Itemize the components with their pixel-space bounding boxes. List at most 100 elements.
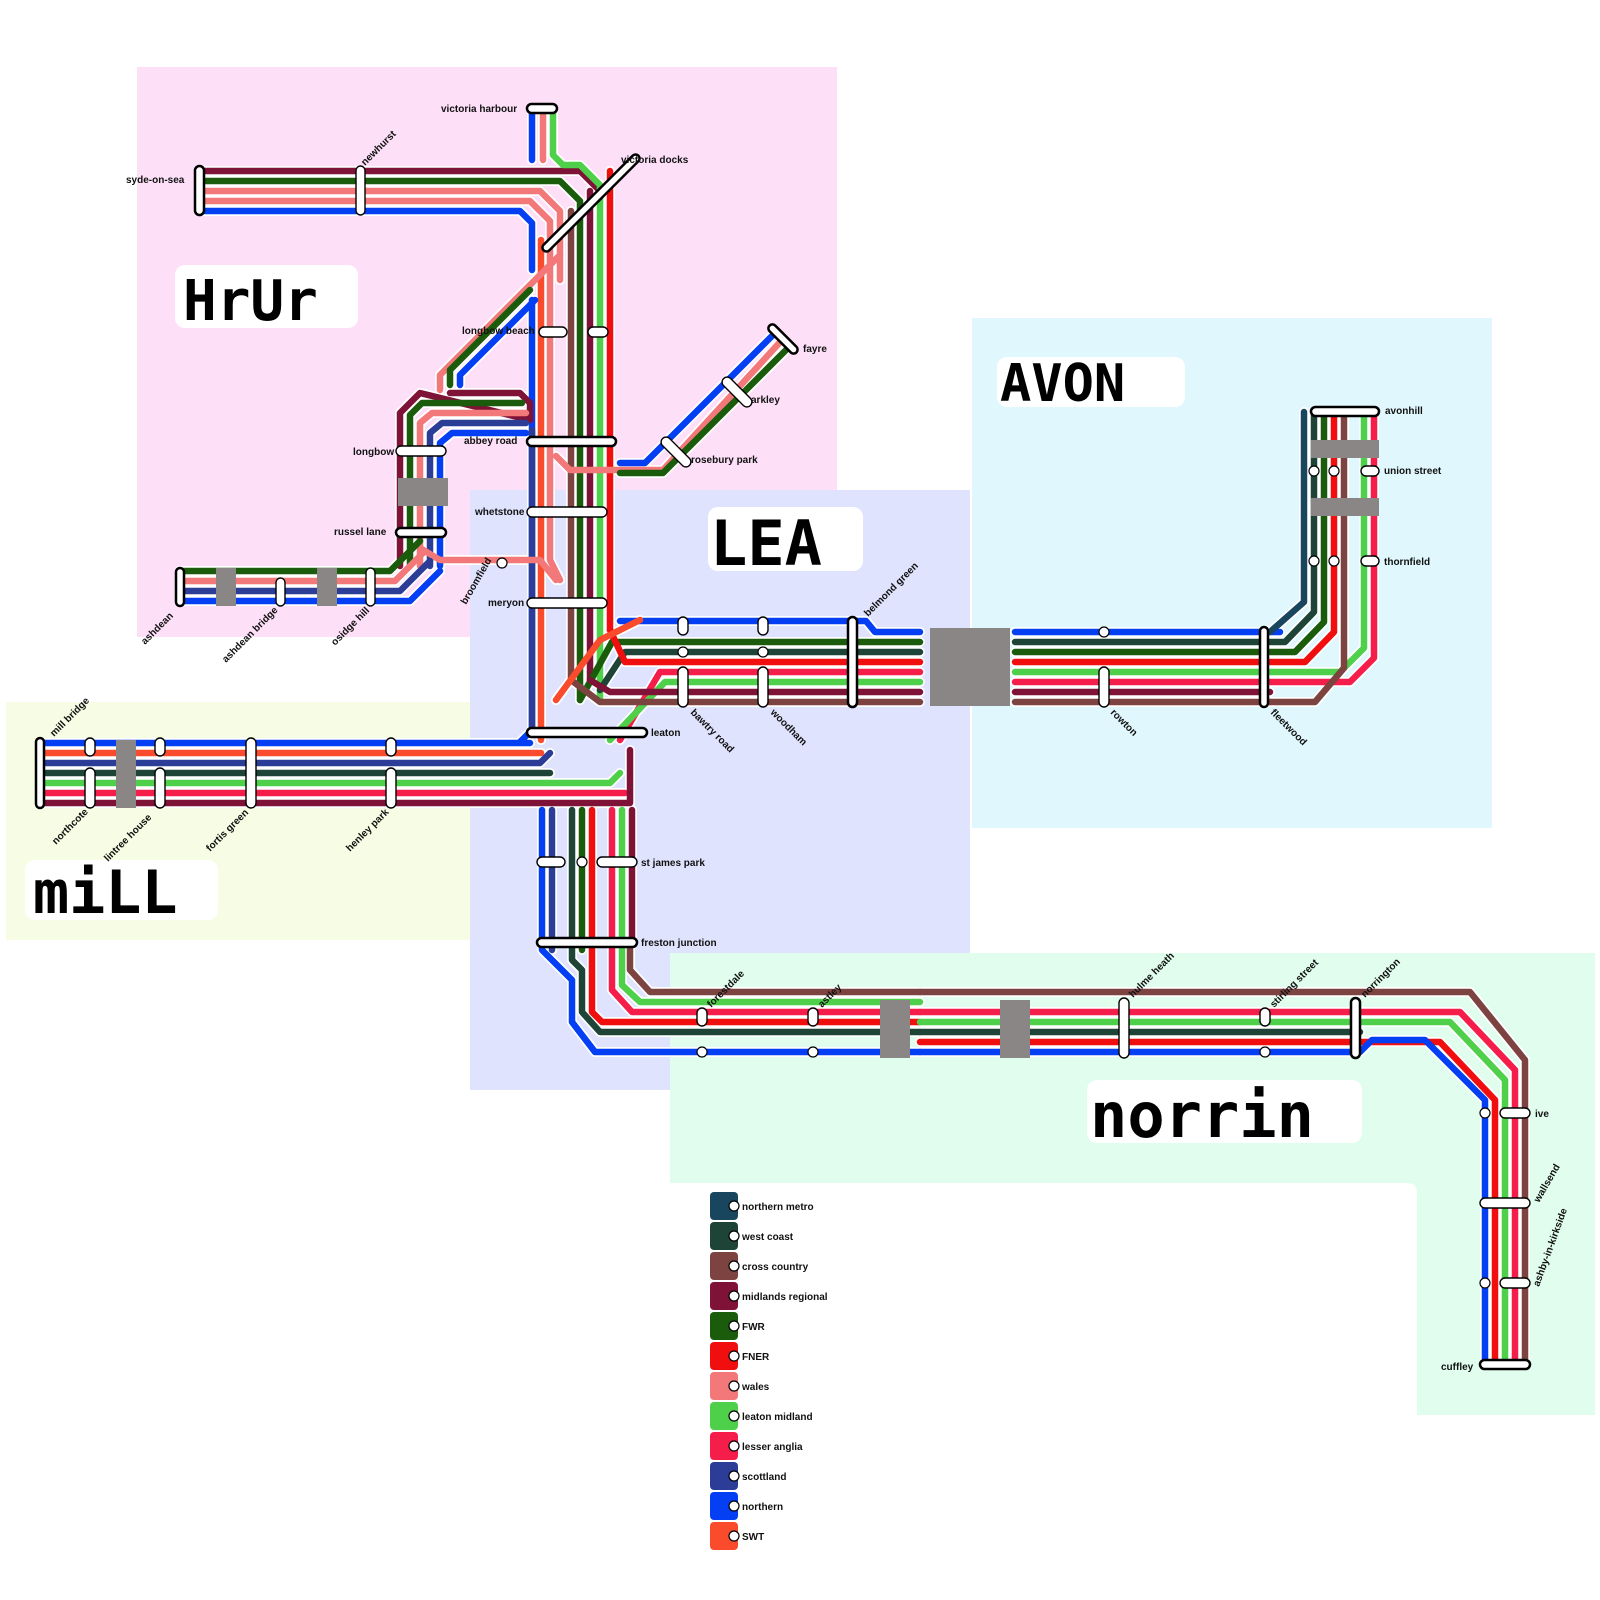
station-marker-syde-on-sea[interactable]	[195, 166, 204, 215]
station-marker-osidge-hill[interactable]	[366, 568, 375, 606]
station-marker-woodham[interactable]	[758, 647, 768, 657]
station-marker-lintree-house[interactable]	[155, 738, 165, 756]
station-marker-st-james-park[interactable]	[577, 857, 587, 867]
region-norrin-title: norrin	[1090, 1079, 1314, 1152]
station-marker-hulme-heath[interactable]	[1119, 998, 1129, 1058]
station-marker-union-street[interactable]	[1309, 466, 1319, 476]
station-marker-longbow-beach[interactable]	[539, 327, 567, 337]
station-marker-ashdean[interactable]	[176, 568, 184, 606]
station-marker-fleetwood[interactable]	[1260, 627, 1268, 707]
legend-marker	[729, 1441, 739, 1451]
legend-marker	[729, 1381, 739, 1391]
station-label[interactable]: victoria docks	[621, 155, 689, 166]
station-label[interactable]: russel lane	[334, 527, 387, 538]
station-label[interactable]: ive	[1535, 1109, 1549, 1120]
legend-label: cross country	[742, 1262, 809, 1273]
station-label[interactable]: meryon	[488, 598, 524, 609]
legend-marker	[729, 1201, 739, 1211]
station-marker-henley-park[interactable]	[386, 768, 396, 808]
station-label[interactable]: st james park	[641, 858, 705, 869]
station-marker-lintree-house[interactable]	[155, 768, 165, 808]
legend-label: FNER	[742, 1352, 770, 1363]
station-marker-bawtry-road[interactable]	[678, 667, 688, 707]
station-marker-stirling-street[interactable]	[1260, 1047, 1270, 1057]
station-label[interactable]: abbey road	[464, 436, 517, 447]
station-marker-union-street[interactable]	[1361, 466, 1379, 476]
station-marker-bawtry-road[interactable]	[678, 617, 688, 635]
station-marker-northcote[interactable]	[85, 768, 95, 808]
legend-marker	[729, 1291, 739, 1301]
station-label[interactable]: union street	[1384, 466, 1442, 477]
legend-label: northern metro	[742, 1202, 814, 1213]
station-marker-union-street[interactable]	[1329, 466, 1339, 476]
station-marker-forestdale[interactable]	[697, 1047, 707, 1057]
station-label[interactable]: arkley	[751, 395, 780, 406]
station-marker-woodham[interactable]	[758, 667, 768, 707]
station-marker-ive[interactable]	[1500, 1108, 1530, 1118]
interchange-block	[398, 478, 448, 506]
station-marker-thornfield[interactable]	[1329, 556, 1339, 566]
station-marker-leaton[interactable]	[527, 728, 647, 737]
station-marker-freston-junction[interactable]	[537, 938, 637, 947]
station-marker-longbow[interactable]	[396, 446, 446, 456]
station-label[interactable]: fayre	[803, 344, 827, 355]
station-label[interactable]: longbow beach	[462, 326, 535, 337]
interchange-block	[1311, 498, 1379, 516]
station-marker-thornfield[interactable]	[1361, 556, 1379, 566]
legend-label: northern	[742, 1502, 783, 1513]
station-marker-st-james-park[interactable]	[597, 857, 637, 867]
station-marker-northcote[interactable]	[85, 738, 95, 756]
legend-label: leaton midland	[742, 1412, 813, 1423]
region-mill-title: miLL	[33, 858, 178, 928]
station-label[interactable]: longbow	[353, 447, 394, 458]
station-label[interactable]: whetstone	[474, 507, 525, 518]
station-marker-astley[interactable]	[808, 1047, 818, 1057]
station-marker-avonhill[interactable]	[1311, 407, 1379, 416]
station-marker-abbey-road[interactable]	[527, 437, 616, 446]
station-marker-henley-park[interactable]	[386, 738, 396, 756]
station-marker-broomfield[interactable]	[497, 558, 507, 568]
station-marker-belmond-green[interactable]	[848, 617, 857, 707]
station-marker-meryon[interactable]	[527, 598, 607, 608]
station-marker-stirling-street[interactable]	[1260, 1008, 1270, 1026]
station-marker-ive[interactable]	[1480, 1108, 1490, 1118]
station-label[interactable]: thornfield	[1384, 557, 1430, 568]
station-marker-newhurst[interactable]	[356, 166, 365, 215]
station-marker-whetstone[interactable]	[527, 507, 607, 517]
legend-marker	[729, 1471, 739, 1481]
legend-label: FWR	[742, 1322, 766, 1333]
station-marker-ashdean-bridge[interactable]	[276, 578, 285, 606]
station-marker-st-james-park[interactable]	[537, 857, 565, 867]
station-label[interactable]: cuffley	[1441, 1362, 1474, 1373]
legend-marker	[729, 1531, 739, 1541]
region-hrur-title: HrUr	[183, 269, 318, 334]
station-marker-astley[interactable]	[808, 1008, 818, 1026]
station-marker-norrington[interactable]	[1351, 998, 1360, 1058]
station-marker-bawtry-road[interactable]	[678, 647, 688, 657]
station-marker-longbow-beach-2[interactable]	[588, 327, 608, 337]
station-marker-thornfield[interactable]	[1309, 556, 1319, 566]
station-marker-ashby-in-kirkside[interactable]	[1480, 1278, 1490, 1288]
station-label[interactable]: avonhill	[1385, 406, 1423, 417]
legend-marker	[729, 1321, 739, 1331]
station-label[interactable]: rosebury park	[691, 455, 758, 466]
station-marker-wallsend[interactable]	[1480, 1198, 1530, 1208]
station-label[interactable]: victoria harbour	[441, 104, 517, 115]
station-marker-russel-lane[interactable]	[396, 528, 446, 537]
legend-label: SWT	[742, 1532, 764, 1543]
legend: northern metrowest coastcross countrymid…	[710, 1192, 828, 1550]
station-marker-mill-bridge[interactable]	[36, 738, 44, 808]
station-marker-cuffley[interactable]	[1480, 1360, 1530, 1369]
legend-marker	[729, 1501, 739, 1511]
station-marker-woodham[interactable]	[758, 617, 768, 635]
station-marker-fortis-green[interactable]	[246, 738, 256, 808]
station-label[interactable]: freston junction	[641, 938, 717, 949]
station-marker-ashby-in-kirkside[interactable]	[1500, 1278, 1530, 1288]
station-marker-forestdale[interactable]	[697, 1008, 707, 1026]
station-label[interactable]: syde-on-sea	[126, 175, 185, 186]
station-label[interactable]: leaton	[651, 728, 680, 739]
station-marker-victoria-harbour[interactable]	[527, 104, 557, 113]
station-marker-rowton[interactable]	[1099, 667, 1109, 707]
station-marker-rowton[interactable]	[1099, 627, 1109, 637]
